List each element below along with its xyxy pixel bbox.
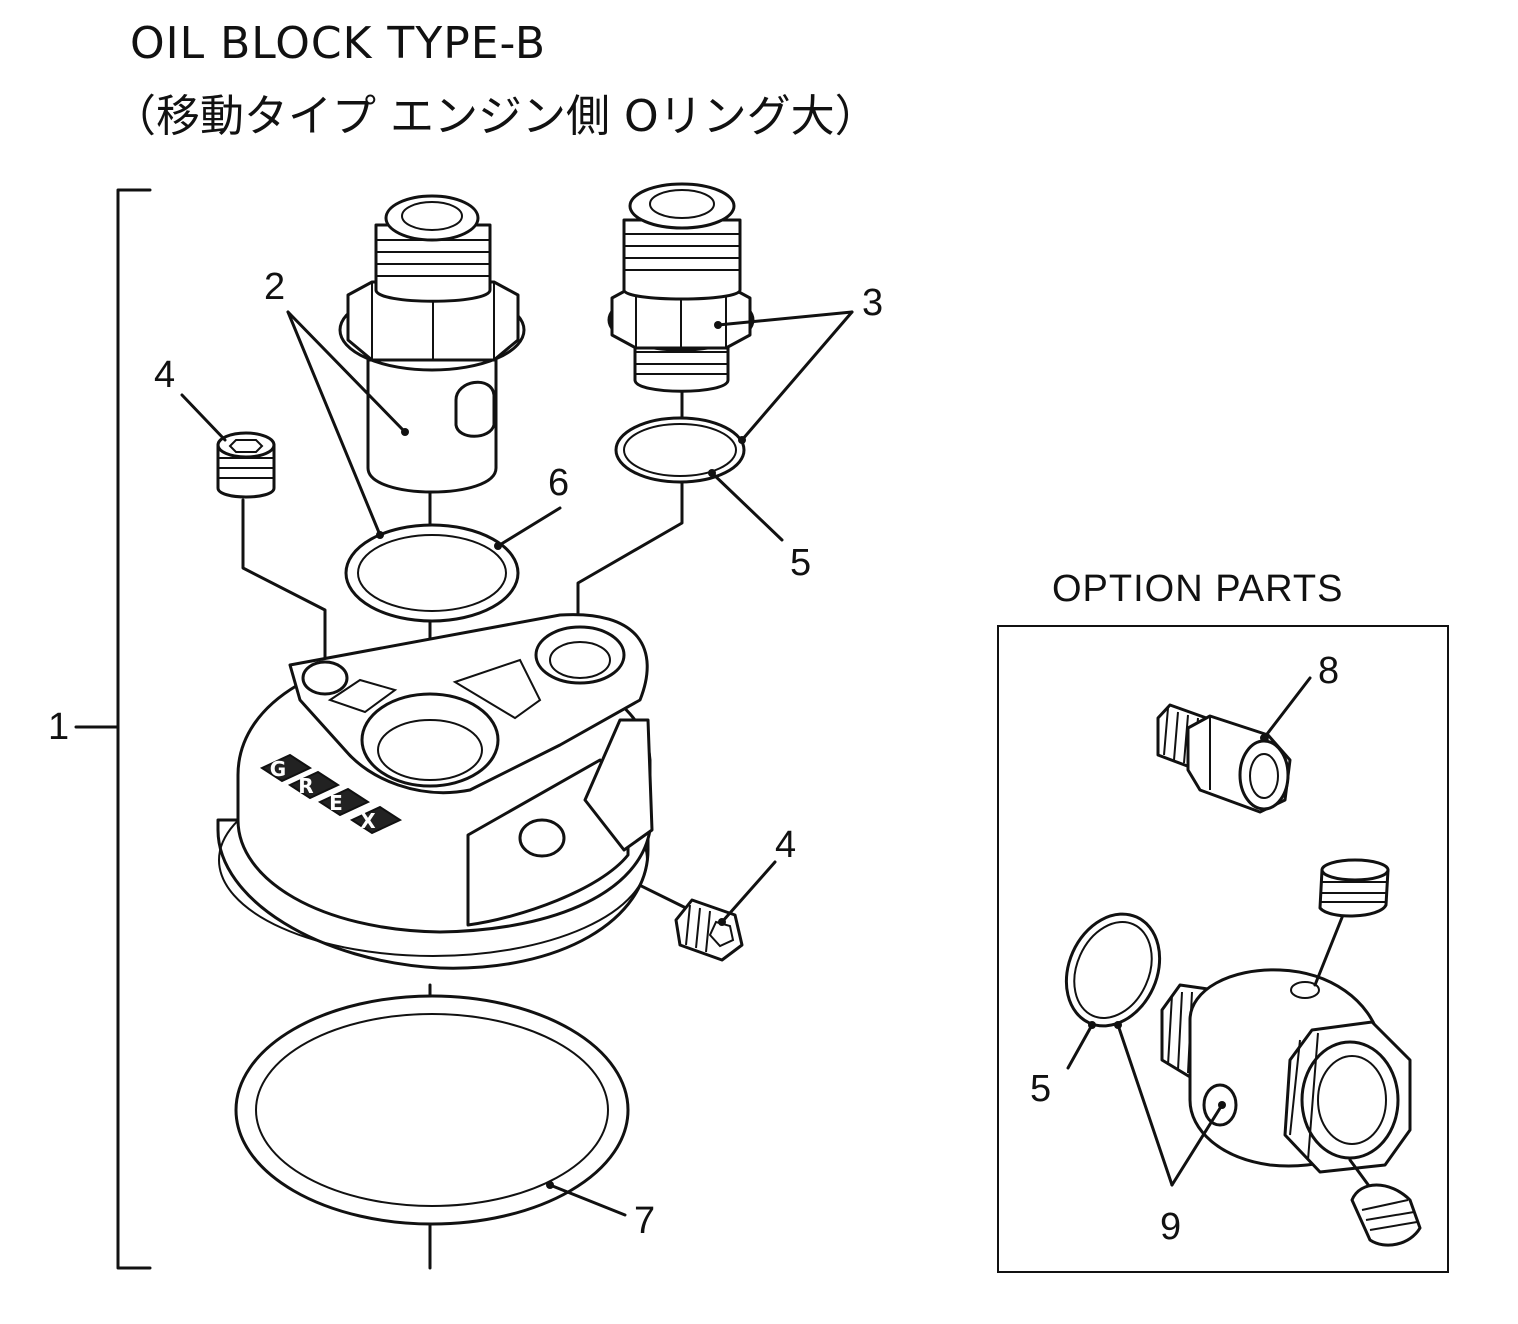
diagram-subtitle: （移動タイプ エンジン側 Oリング大） <box>112 91 879 142</box>
callout-8: 8 <box>1318 650 1340 692</box>
logo-letter-g: G <box>270 757 286 781</box>
hex-plug-top <box>216 431 276 499</box>
callout-5-option: 5 <box>1030 1068 1052 1110</box>
banjo-fitting <box>338 194 526 494</box>
assembly-bracket <box>74 188 152 1270</box>
hex-plug-side <box>674 898 744 962</box>
logo-letter-r: R <box>298 774 313 798</box>
adapter-fitting <box>607 182 755 393</box>
callout-5-main: 5 <box>790 542 812 584</box>
leader-lines <box>180 310 854 1217</box>
callout-9: 9 <box>1160 1206 1182 1248</box>
grex-logo: G R E X <box>259 753 403 835</box>
oil-block-body: G R E X <box>216 613 654 970</box>
callout-4-bottom: 4 <box>775 824 797 866</box>
logo-letter-x: X <box>360 809 376 833</box>
callout-7: 7 <box>634 1200 656 1242</box>
medium-o-ring <box>344 523 520 623</box>
callout-1: 1 <box>48 706 70 748</box>
option-o-ring <box>1064 912 1162 1028</box>
callout-3: 3 <box>862 282 884 324</box>
option-parts-label: OPTION PARTS <box>1052 568 1344 610</box>
callout-6: 6 <box>548 462 570 504</box>
diagram-title: OIL BLOCK TYPE-B <box>130 18 547 69</box>
callout-4-top: 4 <box>154 354 176 396</box>
option-reducer-fitting <box>1156 676 1312 814</box>
option-parts-box <box>997 625 1449 1273</box>
small-o-ring-main <box>614 416 746 484</box>
large-o-ring <box>234 994 630 1226</box>
option-swivel-block <box>1066 858 1422 1247</box>
logo-letter-e: E <box>329 791 343 815</box>
callout-2: 2 <box>264 266 286 308</box>
